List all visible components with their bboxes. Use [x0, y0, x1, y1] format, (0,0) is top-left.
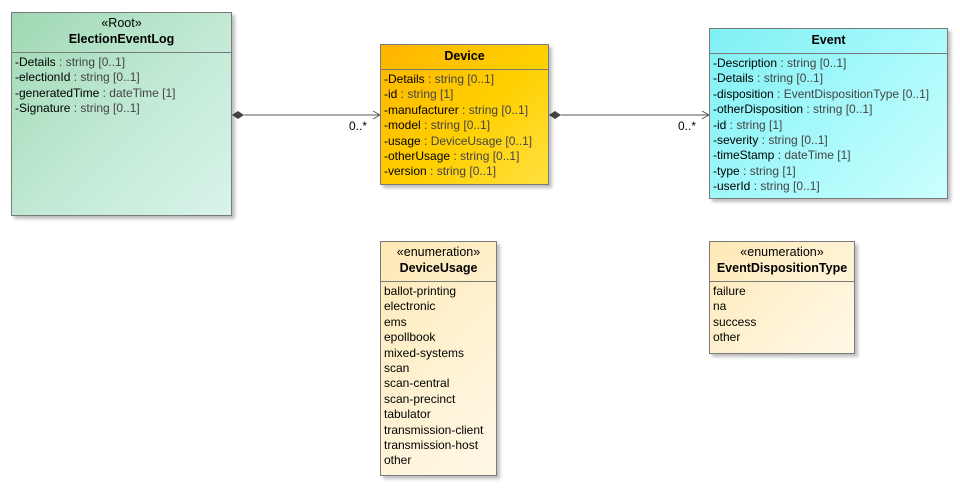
- class-name: EventDispositionType: [716, 261, 848, 275]
- attribute-row: -Details : string [0..1]: [713, 71, 824, 86]
- class-header: «enumeration» EventDispositionType: [710, 242, 854, 282]
- attribute-row: -disposition : EventDispositionType [0..…: [713, 86, 930, 101]
- attribute-row: -Description : string [0..1]: [713, 56, 847, 70]
- multiplicity-device: 0..*: [349, 119, 368, 133]
- enum-literal: ems: [384, 314, 407, 329]
- stereotype-label: «Root»: [101, 16, 142, 30]
- attribute-row: -otherDisposition : string [0..1]: [713, 102, 873, 117]
- enum-literal: transmission-client: [384, 422, 484, 437]
- composition-diamond-log: [232, 111, 244, 119]
- attribute-row: -otherUsage : string [0..1]: [384, 149, 520, 164]
- class-header: Event: [710, 29, 947, 54]
- enum-literal: other: [713, 330, 741, 345]
- attribute-row: -id : string [1]: [713, 117, 783, 132]
- enum-literal: scan-precinct: [384, 391, 456, 406]
- attribute-row: -type : string [1]: [713, 163, 796, 178]
- attribute-list: -Details : string [0..1] -id : string [1…: [381, 70, 548, 182]
- class-name: Event: [811, 33, 846, 47]
- enum-literal: failure: [713, 284, 746, 298]
- enum-literal: epollbook: [384, 330, 436, 345]
- class-header: «enumeration» DeviceUsage: [381, 242, 496, 282]
- class-election-event-log[interactable]: «Root» ElectionEventLog -Details : strin…: [11, 12, 232, 216]
- enum-literal: success: [713, 314, 757, 329]
- enum-device-usage[interactable]: «enumeration» DeviceUsage ballot-printin…: [380, 241, 497, 476]
- attribute-row: -timeStamp : dateTime [1]: [713, 148, 851, 163]
- enum-literal: other: [384, 453, 412, 468]
- attribute-row: -model : string [0..1]: [384, 118, 491, 133]
- enum-literal: scan: [384, 361, 410, 376]
- literal-list: ballot-printing electronic ems epollbook…: [381, 282, 496, 471]
- attribute-list: -Details : string [0..1] -electionId : s…: [12, 53, 231, 119]
- enum-literal: ballot-printing: [384, 284, 457, 298]
- enum-literal: na: [713, 299, 727, 314]
- composition-diamond-device: [549, 111, 561, 119]
- enum-event-disposition-type[interactable]: «enumeration» EventDispositionType failu…: [709, 241, 855, 354]
- attribute-row: -version : string [0..1]: [384, 164, 497, 179]
- stereotype-label: «enumeration»: [396, 245, 481, 259]
- multiplicity-event: 0..*: [678, 119, 697, 133]
- enum-literal: electronic: [384, 299, 436, 314]
- attribute-row: -Details : string [0..1]: [15, 55, 126, 69]
- class-event[interactable]: Event -Description : string [0..1] -Deta…: [709, 28, 948, 199]
- attribute-row: -Details : string [0..1]: [384, 72, 495, 86]
- enum-literal: transmission-host: [384, 438, 479, 453]
- attribute-list: -Description : string [0..1] -Details : …: [710, 54, 947, 197]
- literal-list: failure na success other: [710, 282, 854, 348]
- class-header: Device: [381, 45, 548, 70]
- class-name: DeviceUsage: [399, 261, 478, 275]
- class-name: Device: [444, 49, 485, 63]
- attribute-row: -manufacturer : string [0..1]: [384, 102, 529, 117]
- enum-literal: mixed-systems: [384, 345, 465, 360]
- attribute-row: -usage : DeviceUsage [0..1]: [384, 133, 533, 148]
- attribute-row: -Signature : string [0..1]: [15, 101, 140, 116]
- attribute-row: -electionId : string [0..1]: [15, 70, 140, 85]
- class-name: ElectionEventLog: [68, 32, 175, 46]
- enum-literal: scan-central: [384, 376, 450, 391]
- attribute-row: -id : string [1]: [384, 87, 454, 102]
- attribute-row: -userId : string [0..1]: [713, 179, 820, 194]
- class-header: «Root» ElectionEventLog: [12, 13, 231, 53]
- attribute-row: -severity : string [0..1]: [713, 133, 828, 148]
- class-device[interactable]: Device -Details : string [0..1] -id : st…: [380, 44, 549, 185]
- attribute-row: -generatedTime : dateTime [1]: [15, 85, 176, 100]
- enum-literal: tabulator: [384, 407, 431, 422]
- stereotype-label: «enumeration»: [740, 245, 824, 259]
